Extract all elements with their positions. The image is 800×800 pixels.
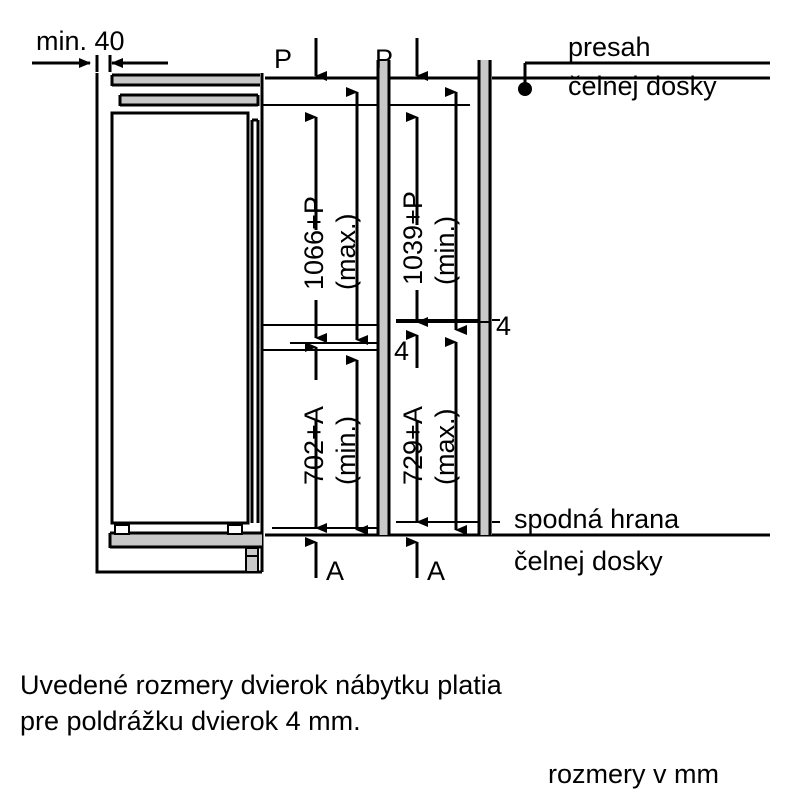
dim-729-a-max: 729+A (max.): [398, 337, 467, 535]
door-panel-left-outline: [376, 60, 391, 535]
cabinet-spacer-block-lower: [245, 555, 259, 573]
dim-1039-qualifier: (min.): [430, 216, 460, 285]
cabinet-outer-left-wall: [95, 73, 262, 574]
cabinet-upper-shelf-fill: [120, 95, 258, 105]
cabinet-base-panel-fill: [110, 533, 262, 547]
dim-1066-qualifier: (max.): [331, 214, 361, 291]
cabinet-section-view: [95, 73, 264, 574]
p-label-right: P: [375, 44, 393, 74]
callout-presah: presah čelnej dosky: [518, 32, 770, 101]
leader-dot-icon: [518, 82, 532, 96]
furniture-door-panels: [376, 60, 492, 535]
a-label-right: A: [427, 556, 445, 586]
dim-729-qualifier: (max.): [430, 409, 460, 486]
door-panel-right-outline: [477, 60, 492, 535]
appliance-body-outline: [110, 111, 250, 525]
cabinet-upper-shelf-outline: [120, 93, 258, 107]
dim-729-label: 729+A: [398, 406, 428, 485]
a-dimension-left: A: [305, 537, 344, 586]
caption-units: rozmery v mm: [548, 759, 719, 789]
gap-4-left-label: 4: [394, 336, 409, 366]
callout-presah-line2: čelnej dosky: [568, 71, 717, 101]
cabinet-top-panel-outline: [112, 73, 260, 87]
dim-1066-label: 1066+P: [299, 196, 329, 290]
cabinet-foot-left: [114, 524, 130, 535]
dim-1039-label: 1039+P: [398, 191, 428, 285]
min-40-label: min. 40: [36, 26, 125, 56]
caption-line-1: Uvedené rozmery dvierok nábytku platia: [20, 670, 503, 700]
callout-spodna-hrana: spodná hrana čelnej dosky: [514, 504, 680, 576]
min-40-dimension: min. 40: [32, 26, 168, 72]
cabinet-top-panel-fill: [112, 75, 260, 85]
p-dimension-right: P: [375, 38, 428, 81]
appliance-door-edge: [250, 120, 260, 523]
dim-702-label: 702+A: [299, 406, 329, 485]
gap-4-left: 4: [290, 300, 409, 380]
gap-4-right: 4: [396, 290, 511, 368]
p-label-left: P: [274, 44, 292, 74]
reference-lines: [262, 76, 770, 537]
gap-4-right-label: 4: [496, 311, 511, 341]
a-label-left: A: [326, 556, 344, 586]
caption-line-2: pre poldrážku dvierok 4 mm.: [20, 706, 361, 736]
door-panel-left-fill: [377, 60, 390, 535]
dim-702-a-min: 702+A (min.): [299, 355, 368, 535]
p-dimension-left: P: [274, 38, 327, 81]
dim-1039-p-min: 1039+P (min.): [398, 87, 467, 335]
callout-presah-line1: presah: [568, 32, 651, 62]
a-dimension-right: A: [406, 537, 445, 586]
cabinet-foot-right: [227, 524, 243, 535]
caption-block: Uvedené rozmery dvierok nábytku platia p…: [20, 670, 719, 789]
callout-spodna-line1: spodná hrana: [514, 504, 680, 534]
callout-spodna-line2: čelnej dosky: [514, 546, 663, 576]
dim-1066-p-max: 1066+P (max.): [299, 87, 368, 345]
dim-702-qualifier: (min.): [331, 416, 361, 485]
